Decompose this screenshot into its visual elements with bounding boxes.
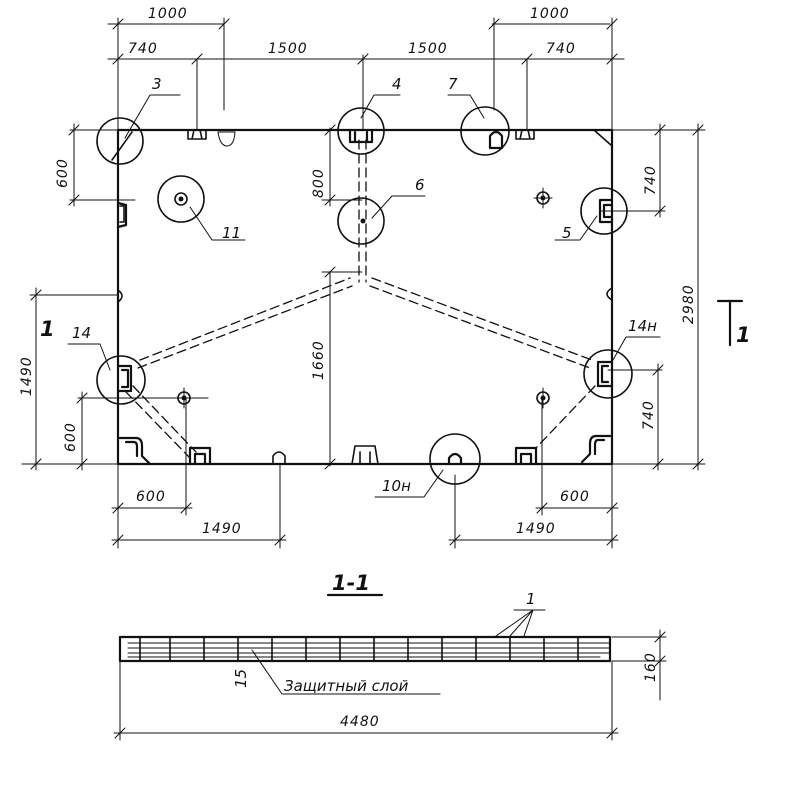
dim-740-right-bottom: 740 <box>641 400 657 430</box>
item-symbols <box>96 106 633 485</box>
callout-labels: 3 4 7 6 11 5 14 14н 10н 1 15 <box>72 75 657 688</box>
dim-600-bottom-left: 600 <box>136 489 166 505</box>
dim-1500-right: 1500 <box>408 41 448 57</box>
callout-7: 7 <box>448 75 458 93</box>
dim-600-left-top: 600 <box>55 158 71 188</box>
dim-1490-bottom-left: 1490 <box>202 521 242 537</box>
dim-4480-section: 4480 <box>340 714 380 730</box>
callout-1: 1 <box>526 590 536 608</box>
callout-10n: 10н <box>382 477 411 495</box>
callout-11: 11 <box>222 224 241 242</box>
dim-1000-right: 1000 <box>530 6 570 22</box>
dim-600-left-bottom: 600 <box>63 422 79 452</box>
callout-15: 15 <box>232 669 250 688</box>
dim-1500-left: 1500 <box>268 41 308 57</box>
section-title: 1-1 <box>332 571 370 595</box>
section-view <box>113 593 667 741</box>
section-marker-label: 1 <box>736 323 751 347</box>
dim-1490-left: 1490 <box>19 356 35 396</box>
callout-14: 14 <box>72 324 91 342</box>
dim-800-center: 800 <box>311 168 327 198</box>
dimension-labels: 1000 1000 740 1500 1500 740 600 800 740 … <box>19 6 697 730</box>
section-labels: 1 1 1-1 Защитный слой <box>40 317 751 695</box>
callout-3: 3 <box>152 75 162 93</box>
callout-6: 6 <box>415 176 425 194</box>
callout-14n: 14н <box>628 317 657 335</box>
dim-740-top-left: 740 <box>128 41 158 57</box>
dim-740-top-right: 740 <box>546 41 576 57</box>
slab-outline <box>116 128 614 466</box>
leader-lines <box>67 94 661 695</box>
dim-2980: 2980 <box>681 284 697 324</box>
dim-1000-left: 1000 <box>148 6 188 22</box>
dimension-lines <box>21 17 744 549</box>
dashed-links <box>125 139 596 459</box>
dim-1490-bottom-right: 1490 <box>516 521 556 537</box>
section-marker-label-left: 1 <box>40 317 55 341</box>
protective-layer-label: Защитный слой <box>284 677 409 695</box>
callout-4: 4 <box>392 75 402 93</box>
dim-1660-center: 1660 <box>311 340 327 380</box>
callout-5: 5 <box>562 224 572 242</box>
dim-740-right-top: 740 <box>643 165 659 195</box>
dim-160-section: 160 <box>643 652 659 682</box>
dim-600-bottom-right: 600 <box>560 489 590 505</box>
